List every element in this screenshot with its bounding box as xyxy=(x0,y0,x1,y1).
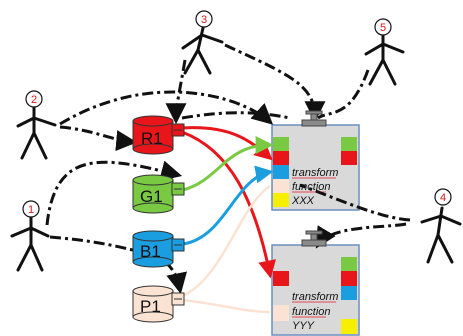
function-2-line-1: transform xyxy=(292,291,338,303)
stick-figure-icon xyxy=(420,206,462,264)
transform-function-box-2: transform function YYY xyxy=(271,244,360,336)
link-actor5-f1 xyxy=(317,69,370,120)
actor-4: 4 xyxy=(420,188,462,264)
link-actor4-f2 xyxy=(315,222,407,249)
flow-p1-to-f1 xyxy=(182,184,271,298)
link-r1-f1-top xyxy=(181,111,291,120)
store-r1-label: R1 xyxy=(141,129,163,148)
valve-icon xyxy=(301,110,327,127)
store-b1: B1 xyxy=(132,230,185,268)
actor-1-number: 1 xyxy=(28,204,34,216)
actor-3: 3 xyxy=(181,10,224,75)
valve-icon xyxy=(301,230,327,247)
actor-1: 1 xyxy=(10,200,50,272)
store-b1-label: B1 xyxy=(140,242,161,261)
actor-2-number: 2 xyxy=(31,94,37,106)
link-actor1-p1 xyxy=(164,260,187,295)
function-1-line-1: transform xyxy=(292,167,338,179)
transform-function-box-1: transform function XXX xyxy=(271,124,360,211)
link-actor3-f1 xyxy=(224,43,326,123)
function-2-line-3: YYY xyxy=(292,320,315,332)
actor-5: 5 xyxy=(364,18,405,86)
stick-figure-icon xyxy=(181,26,224,75)
actor-3-number: 3 xyxy=(201,14,207,26)
flow-p1-to-f2 xyxy=(182,298,271,314)
valve-icon xyxy=(171,238,185,252)
store-p1: P1 xyxy=(132,285,185,323)
flow-r1-to-f1 xyxy=(181,126,273,161)
store-g1: G1 xyxy=(132,174,185,214)
valve-icon xyxy=(171,123,185,137)
link-actor1-g1 xyxy=(45,160,183,226)
control-arrows xyxy=(45,43,411,295)
store-p1-label: P1 xyxy=(140,297,161,316)
store-r1: R1 xyxy=(132,115,185,155)
stick-figure-icon xyxy=(364,34,405,86)
flow-g1-to-f1 xyxy=(182,136,274,192)
link-actor1-b1 xyxy=(49,235,166,260)
cylinder-icon xyxy=(132,230,174,268)
function-1-line-3: XXX xyxy=(291,195,315,207)
actor-4-number: 4 xyxy=(440,192,446,204)
flow-b1-to-f1 xyxy=(182,165,274,246)
flow-r1-to-f2 xyxy=(181,130,276,279)
valve-icon xyxy=(171,292,185,306)
valve-icon xyxy=(171,182,185,196)
actor-2: 2 xyxy=(16,90,57,160)
actor-5-number: 5 xyxy=(380,22,386,34)
cylinder-icon xyxy=(132,285,174,323)
stick-figure-icon xyxy=(10,216,50,272)
function-2-line-2: function xyxy=(292,306,331,318)
stick-figure-icon xyxy=(16,106,57,160)
store-g1-label: G1 xyxy=(140,187,163,206)
function-1-line-2: function xyxy=(292,181,331,193)
link-actor3-r1 xyxy=(165,59,187,125)
link-actor4-f1 xyxy=(299,183,411,222)
data-flow-arrows xyxy=(181,126,276,314)
link-actor2-r1 xyxy=(59,125,138,151)
